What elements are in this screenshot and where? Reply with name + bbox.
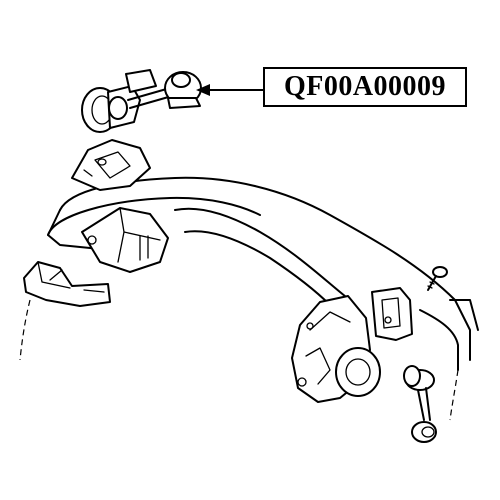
upper-bracket (71, 139, 151, 191)
stabilizer-bracket (371, 287, 413, 341)
engine-mount-bushing (81, 69, 202, 133)
part-number-callout: QF00A00009 (263, 67, 467, 107)
stabilizer-link (403, 365, 437, 443)
left-lower-bracket (23, 261, 111, 307)
transmission-mount (81, 207, 169, 273)
rear-knuckle (291, 295, 381, 403)
part-number-label: QF00A00009 (283, 71, 447, 102)
crossmember-frame (19, 176, 479, 421)
callout-leader (196, 84, 264, 96)
mount-bolt (427, 266, 448, 291)
